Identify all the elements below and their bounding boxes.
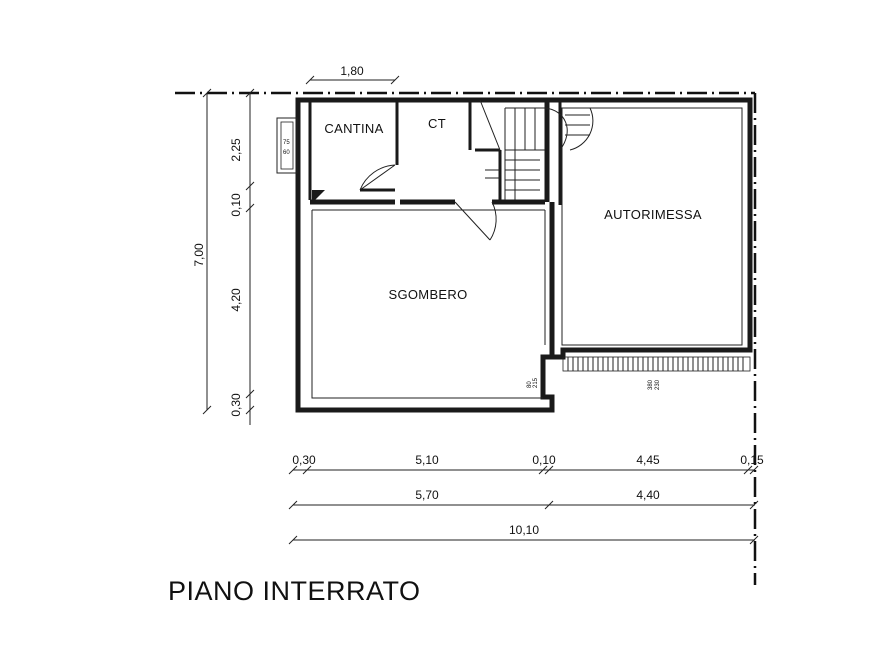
plan-title: PIANO INTERRATO — [168, 576, 421, 606]
dim-vertical-3: 4,20 — [229, 288, 243, 312]
door-dim-b: 215 — [533, 377, 539, 388]
room-sgombero: SGOMBERO — [389, 287, 468, 302]
staircase — [479, 99, 590, 200]
dim-bottom-row3: 10,10 — [288, 523, 759, 545]
dim-vertical-4: 0,30 — [229, 393, 243, 417]
dim-bottom-row2: 5,70 4,40 — [288, 488, 759, 510]
window: 75 60 — [276, 117, 298, 174]
door-dim-a: 80 — [527, 381, 533, 388]
room-cantina: CANTINA — [324, 121, 383, 136]
dim-vertical: 7,00 2,25 0,10 4,20 0,30 — [192, 88, 255, 425]
room-labels: CANTINA CT AUTORIMESSA SGOMBERO — [324, 116, 701, 302]
dim-b3-0: 10,10 — [509, 523, 539, 537]
dim-b2-0: 5,70 — [415, 488, 439, 502]
boundary-lines — [175, 91, 757, 585]
dim-b1-2: 0,10 — [532, 453, 556, 467]
exterior-walls — [295, 97, 753, 413]
dim-vertical-2: 0,10 — [229, 193, 243, 217]
dim-b1-0: 0,30 — [292, 453, 316, 467]
dim-bottom-row1: 0,30 5,10 0,10 4,45 0,15 — [288, 453, 764, 475]
interior-walls — [308, 100, 743, 399]
room-ct: CT — [428, 116, 446, 131]
doors — [359, 107, 594, 241]
dim-b1-4: 0,15 — [740, 453, 764, 467]
window-height: 60 — [283, 150, 290, 156]
garage-dim-a: 380 — [648, 379, 654, 390]
dim-b1-3: 4,45 — [636, 453, 660, 467]
dim-b1-1: 5,10 — [415, 453, 439, 467]
room-autorimessa: AUTORIMESSA — [604, 207, 702, 222]
window-width: 75 — [283, 140, 290, 146]
dim-b2-1: 4,40 — [636, 488, 660, 502]
dim-vertical-total: 7,00 — [192, 243, 206, 267]
dim-vertical-1: 2,25 — [229, 138, 243, 162]
garage-door: 380 230 80 215 — [527, 356, 751, 390]
dim-top-label: 1,80 — [340, 64, 364, 78]
garage-dim-b: 230 — [655, 379, 661, 390]
dim-top: 1,80 — [305, 64, 400, 85]
